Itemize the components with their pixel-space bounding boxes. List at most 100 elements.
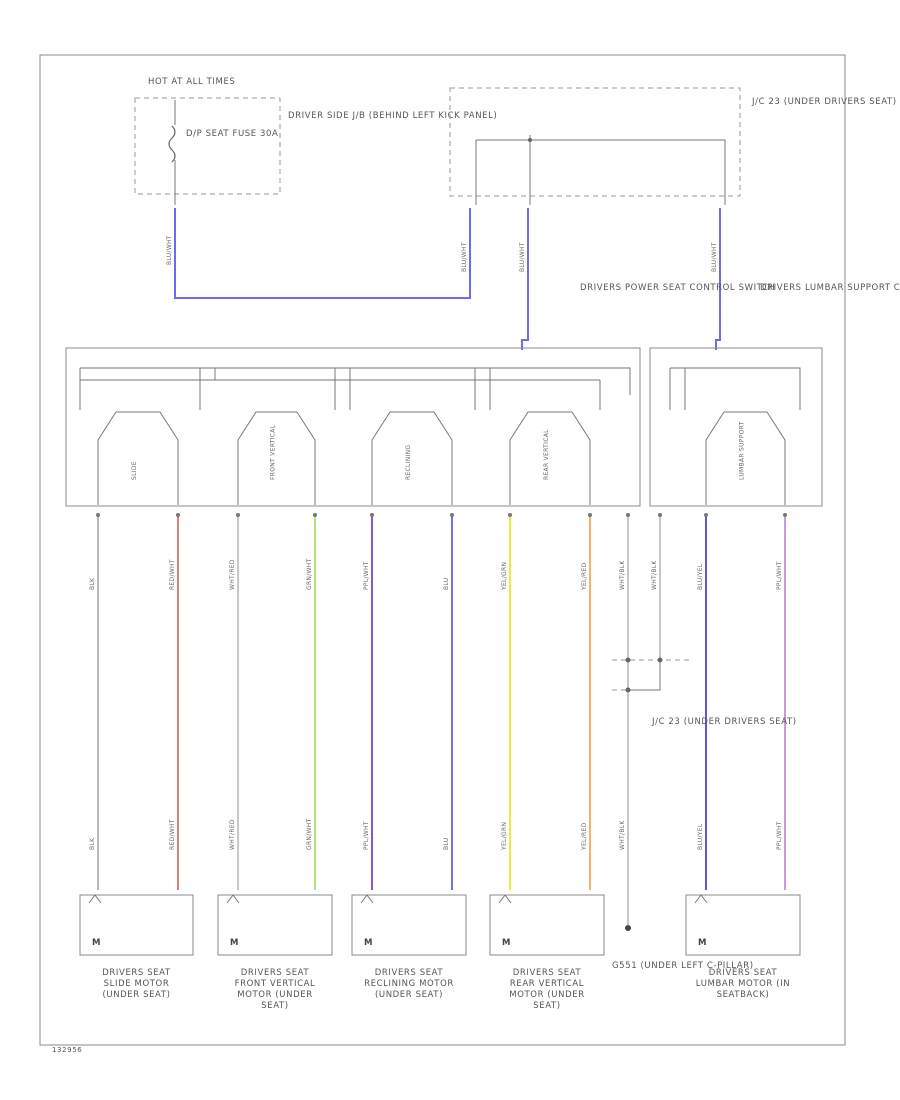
switch-contacts <box>509 411 591 505</box>
feed-wire-label: BLU/WHT <box>166 235 173 265</box>
motor-terminal <box>360 894 374 904</box>
feed-wire-label: BLU/WHT <box>711 242 718 272</box>
motor-symbol: M <box>502 938 511 948</box>
switch-contacts <box>97 411 179 505</box>
switch-contacts <box>705 411 786 505</box>
connector-pin <box>783 513 787 517</box>
connector-pin <box>450 513 454 517</box>
wire-label: YEL/GRN <box>501 822 508 851</box>
connector-pin <box>626 513 630 517</box>
feed-wire-label: BLU/WHT <box>461 242 468 272</box>
motor-label: MOTOR (UNDER <box>237 990 312 1000</box>
wire-label: BLU/YEL <box>697 563 704 590</box>
motor-terminal <box>226 894 240 904</box>
motor-label: SLIDE MOTOR <box>104 979 170 989</box>
fuse-block: HOT AT ALL TIMES D/P SEAT FUSE 30A DRIVE… <box>134 77 497 205</box>
motor-box <box>489 894 605 956</box>
diagram-frame <box>39 54 846 1046</box>
motor-terminal <box>498 894 512 904</box>
motor-symbol: M <box>698 938 707 948</box>
connector-pin <box>176 513 180 517</box>
switch-sections: SLIDE FRONT VERTICAL RECLINING REAR VERTICA… <box>97 411 786 505</box>
switch-section-label: FRONT VERTICAL <box>270 424 277 480</box>
motor-label: RECLINING MOTOR <box>364 979 454 989</box>
motor-label: SEAT) <box>533 1001 560 1011</box>
lumbar-switch-label: DRIVERS LUMBAR SUPPORT CONTROL SWITCH <box>760 283 900 293</box>
connector-pin <box>704 513 708 517</box>
wire-label: GRN/WHT <box>306 558 313 590</box>
motor-symbol: M <box>92 938 101 948</box>
connector-pin <box>236 513 240 517</box>
wire-label: PPL/WHT <box>776 561 783 590</box>
feed-wires: BLU/WHT BLU/WHT BLU/WHT BLU/WHT <box>166 208 721 350</box>
switch-contacts <box>371 411 453 505</box>
junction-top-label: J/C 23 (UNDER DRIVERS SEAT) <box>751 97 897 107</box>
wire-label: BLU <box>443 578 450 590</box>
motor-label: DRIVERS SEAT <box>513 968 582 978</box>
wire-label: WHT/RED <box>229 559 236 590</box>
switch-section-label: SLIDE <box>131 461 138 480</box>
wire-label: GRN/WHT <box>306 818 313 850</box>
wire-label: BLK <box>89 837 96 850</box>
wire-label: WHT/BLK <box>651 560 658 590</box>
switch-contacts <box>237 411 316 505</box>
power-seat-switch <box>65 347 641 507</box>
motor-label: DRIVERS SEAT <box>241 968 310 978</box>
motor-label: (UNDER SEAT) <box>375 990 443 1000</box>
wire-label: BLK <box>89 577 96 590</box>
motor-label: (UNDER SEAT) <box>102 990 170 1000</box>
motor-box <box>217 894 333 956</box>
motor-label: FRONT VERTICAL <box>235 979 316 989</box>
wire-label: YEL/RED <box>581 822 588 851</box>
fuse-label: D/P SEAT FUSE 30A <box>186 129 278 139</box>
motor-symbol: M <box>230 938 239 948</box>
connector-pin <box>313 513 317 517</box>
wires: BLK BLK RED/WHT RED/WHT WHT/RED WHT/RED GRN/WH… <box>89 513 787 925</box>
motor-label: MOTOR (UNDER <box>509 990 584 1000</box>
wire-label: RED/WHT <box>169 559 176 590</box>
fuse-symbol <box>168 125 176 163</box>
junction-mid: J/C 23 (UNDER DRIVERS SEAT) <box>612 657 797 727</box>
motor-label: REAR VERTICAL <box>510 979 584 989</box>
wire-label: BLU <box>443 838 450 850</box>
motor-box <box>351 894 467 956</box>
power-seat-switch-label: DRIVERS POWER SEAT CONTROL SWITCH <box>580 283 776 293</box>
motor-box <box>79 894 194 956</box>
motor-terminal <box>88 894 102 904</box>
connector-pin <box>96 513 100 517</box>
motor-label: LUMBAR MOTOR (IN <box>696 979 790 989</box>
wire-label: PPL/WHT <box>363 821 370 850</box>
motor-label: SEAT) <box>261 1001 288 1011</box>
wire-label: YEL/GRN <box>501 562 508 591</box>
motor-box <box>685 894 801 956</box>
wire-label: PPL/WHT <box>776 821 783 850</box>
hot-at-label: HOT AT ALL TIMES <box>148 77 235 87</box>
connector-pin <box>370 513 374 517</box>
connector-pin <box>658 513 662 517</box>
wire-label: WHT/RED <box>229 819 236 850</box>
ground-symbol <box>625 925 631 931</box>
motor-label: DRIVERS SEAT <box>709 968 778 978</box>
wire-label: WHT/BLK <box>619 820 626 850</box>
motor-label: SEATBACK) <box>717 990 770 1000</box>
motor-terminal <box>694 894 708 904</box>
junction-top: J/C 23 (UNDER DRIVERS SEAT) <box>449 87 897 205</box>
feed-wire-label: BLU/WHT <box>519 242 526 272</box>
fuse-location: DRIVER SIDE J/B (BEHIND LEFT KICK PANEL) <box>288 111 497 121</box>
lumbar-switch <box>649 347 823 507</box>
wire-label: YEL/RED <box>581 562 588 591</box>
wire-label: BLU/YEL <box>697 823 704 850</box>
junction-mid-label: J/C 23 (UNDER DRIVERS SEAT) <box>651 717 797 727</box>
wire-label: WHT/BLK <box>619 560 626 590</box>
switch-section-label: REAR VERTICAL <box>543 429 550 480</box>
switch-section-label: RECLINING <box>405 445 412 480</box>
switch-section-label: LUMBAR SUPPORT <box>739 421 746 480</box>
wire-label: RED/WHT <box>169 819 176 850</box>
motor-symbol: M <box>364 938 373 948</box>
diagram-id: 132956 <box>52 1046 82 1054</box>
wire-label: PPL/WHT <box>363 561 370 590</box>
ground: G551 (UNDER LEFT C-PILLAR) <box>612 925 753 971</box>
motor-label: DRIVERS SEAT <box>375 968 444 978</box>
